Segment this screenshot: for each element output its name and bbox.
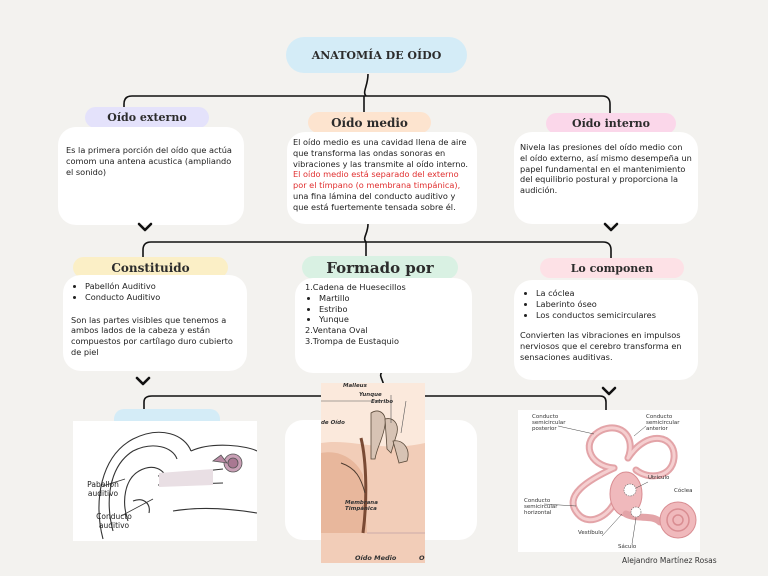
chevron-down-icon <box>600 385 618 397</box>
formado-heading-pill: Formado por <box>302 256 458 279</box>
list-item: Estribo <box>319 304 468 315</box>
semicircular-posterior-label: Conducto semicircular posterior <box>532 414 576 432</box>
chevron-down-icon <box>602 221 620 233</box>
page-title: ANATOMÍA DE OÍDO <box>312 49 442 62</box>
interno-text: Nivela las presiones del oído medio con … <box>520 142 692 196</box>
externo-heading-pill: Oído externo <box>85 107 209 128</box>
list-item: Pabellón Auditivo <box>85 281 243 292</box>
list-item: Laberinto óseo <box>536 299 694 310</box>
cut-caption: O <box>419 555 425 561</box>
componen-text: Convierten las vibraciones en impulsos n… <box>520 330 694 362</box>
componen-heading: Lo componen <box>571 262 654 275</box>
formado-card: 1.Cadena de Huesecillos Martillo Estribo… <box>295 278 472 373</box>
interno-card: Nivela las presiones del oído medio con … <box>514 132 698 224</box>
medio-text-1: El oído medio es una cavidad llena de ai… <box>293 137 468 169</box>
de-oido-label: de Oído <box>321 420 345 426</box>
constituido-text: Son las partes visibles que tenemos a am… <box>71 315 243 358</box>
medio-heading-pill: Oído medio <box>308 112 431 133</box>
constituido-list: Pabellón Auditivo Conducto Auditivo <box>71 281 243 303</box>
formado-line-2: 2.Ventana Oval <box>305 325 468 336</box>
interno-heading-pill: Oído interno <box>546 113 676 134</box>
estribo-label: Estribo <box>371 399 393 405</box>
list-item: Los conductos semicirculares <box>536 310 694 321</box>
middle-ear-illustration <box>321 383 425 563</box>
componen-heading-pill: Lo componen <box>540 258 684 278</box>
membrana-label: Membrana Timpánica <box>345 500 385 512</box>
title-pill: ANATOMÍA DE OÍDO <box>286 37 467 73</box>
list-item: Conducto Auditivo <box>85 292 243 303</box>
semicircular-horizontal-label: Conducto semicircular horizontal <box>524 498 568 516</box>
yunque-label: Yunque <box>359 392 382 398</box>
coclea-label: Cóclea <box>674 488 693 494</box>
medio-heading: Oído medio <box>331 116 408 130</box>
constituido-heading: Constituido <box>111 261 189 275</box>
list-item: La cóclea <box>536 288 694 299</box>
medio-text-2: una fina lámina del conducto auditivo y … <box>293 191 456 212</box>
formado-line-1: 1.Cadena de Huesecillos <box>305 282 468 293</box>
list-item: Martillo <box>319 293 468 304</box>
formado-heading: Formado por <box>326 259 433 277</box>
constituido-card: Pabellón Auditivo Conducto Auditivo Son … <box>63 275 247 371</box>
author-credit: Alejandro Martínez Rosas <box>622 556 717 565</box>
componen-card: La cóclea Laberinto óseo Los conductos s… <box>514 280 698 380</box>
interno-heading: Oído interno <box>572 117 650 130</box>
formado-line-3: 3.Trompa de Eustaquio <box>305 336 468 347</box>
componen-list: La cóclea Laberinto óseo Los conductos s… <box>520 288 694 320</box>
chevron-down-icon <box>136 221 154 233</box>
medio-text-red: El oído medio está separado del externo … <box>293 169 460 190</box>
medio-ear-image: Malleus Yunque Estribo de Oído Membrana … <box>321 383 425 563</box>
vestibulo-label: Vestíbulo <box>578 530 603 536</box>
semicircular-anterior-label: Conducto semicircular anterior <box>646 414 686 432</box>
pabellon-label: Pabellón auditivo <box>73 480 133 498</box>
list-item: Yunque <box>319 314 468 325</box>
malleus-label: Malleus <box>343 383 367 389</box>
externo-card: Es la primera porción del oído que actúa… <box>58 127 244 225</box>
interno-ear-image: Conducto semicircular posterior Conducto… <box>518 410 700 552</box>
utriculo-label: Utrículo <box>648 475 669 481</box>
medio-card: El oído medio es una cavidad llena de ai… <box>287 132 477 224</box>
externo-ear-image: Pabellón auditivo Conducto auditivo <box>73 421 257 541</box>
externo-text: Es la primera porción del oído que actúa… <box>66 145 238 177</box>
oido-medio-caption: Oído Medio <box>355 555 396 561</box>
conducto-label: Conducto auditivo <box>87 512 141 530</box>
saculo-label: Sáculo <box>618 544 636 550</box>
formado-list: Martillo Estribo Yunque <box>305 293 468 325</box>
externo-heading: Oído externo <box>107 111 186 124</box>
chevron-down-icon <box>134 375 152 387</box>
